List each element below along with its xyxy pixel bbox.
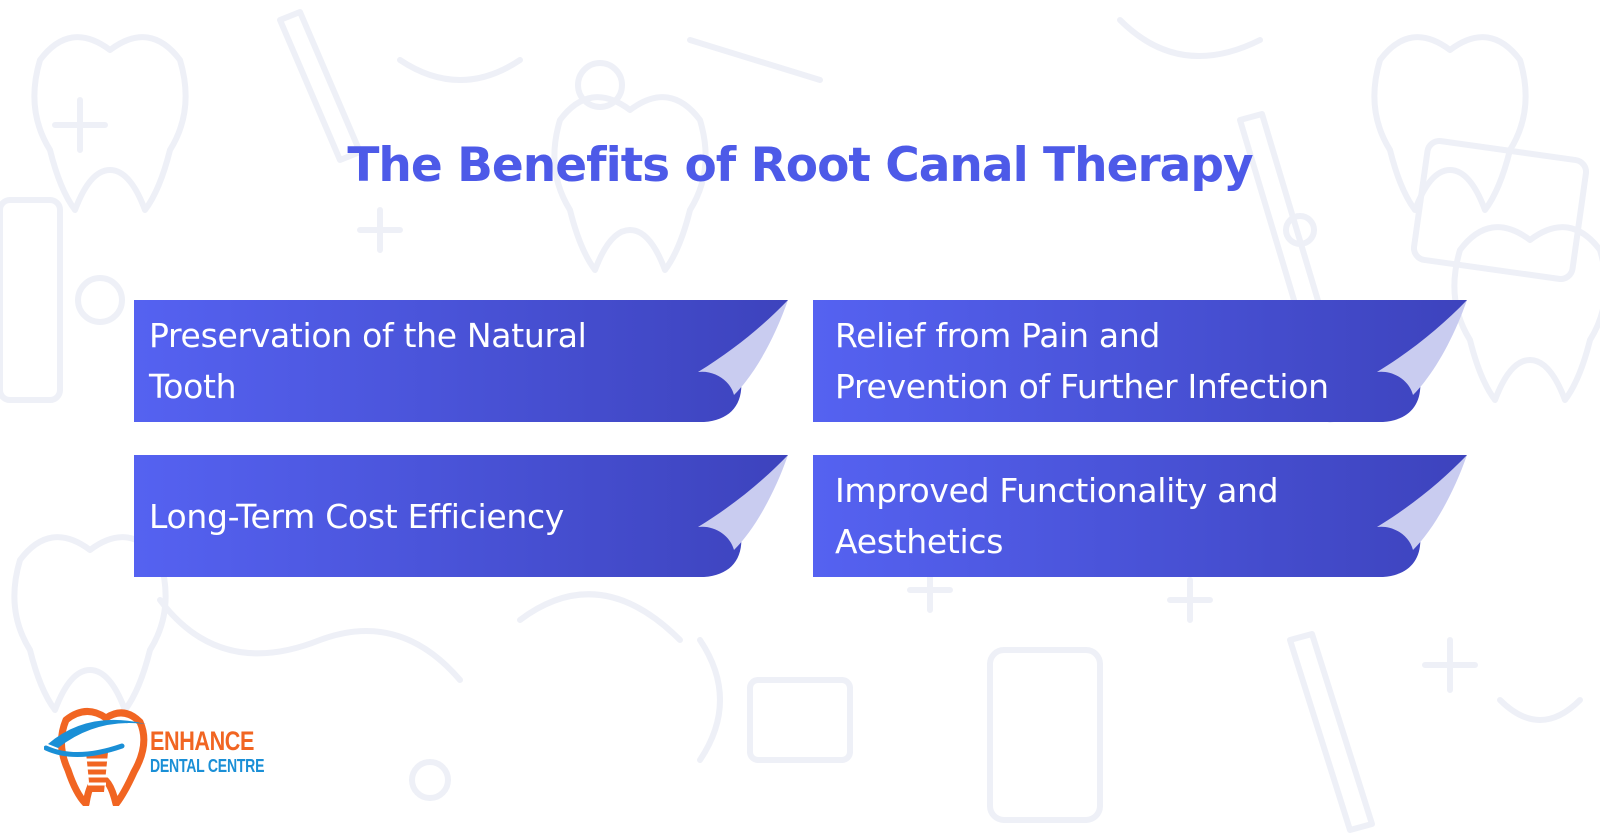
benefit-card-preservation: Preservation of the Natural Tooth — [134, 300, 788, 422]
folded-ribbon-shape — [813, 300, 1467, 422]
benefit-label-line-2: Aesthetics — [835, 522, 1004, 561]
logo-name-line-2: DENTAL CENTRE — [150, 756, 265, 776]
benefit-label-line-1: Preservation of the Natural — [149, 316, 587, 355]
enhance-dental-centre-logo: ENHANCE DENTAL CENTRE — [44, 700, 284, 806]
benefit-label-line-1: Improved Functionality and — [835, 471, 1279, 510]
page-title: The Benefits of Root Canal Therapy — [347, 138, 1253, 193]
folded-ribbon-shape — [134, 455, 788, 577]
benefit-label-line-2: Tooth — [149, 367, 237, 406]
folded-ribbon-shape — [813, 455, 1467, 577]
benefit-card-functionality: Improved Functionality and Aesthetics — [813, 455, 1467, 577]
logo-name-line-1: ENHANCE — [150, 726, 255, 756]
benefit-label-line-2: Prevention of Further Infection — [835, 367, 1329, 406]
benefit-card-pain-relief: Relief from Pain and Prevention of Furth… — [813, 300, 1467, 422]
benefit-label-line-1: Relief from Pain and — [835, 316, 1161, 355]
benefit-card-cost-efficiency: Long-Term Cost Efficiency — [134, 455, 788, 577]
benefit-label-line-1: Long-Term Cost Efficiency — [149, 496, 565, 536]
folded-ribbon-shape — [134, 300, 788, 422]
tooth-logo-icon — [44, 708, 148, 806]
